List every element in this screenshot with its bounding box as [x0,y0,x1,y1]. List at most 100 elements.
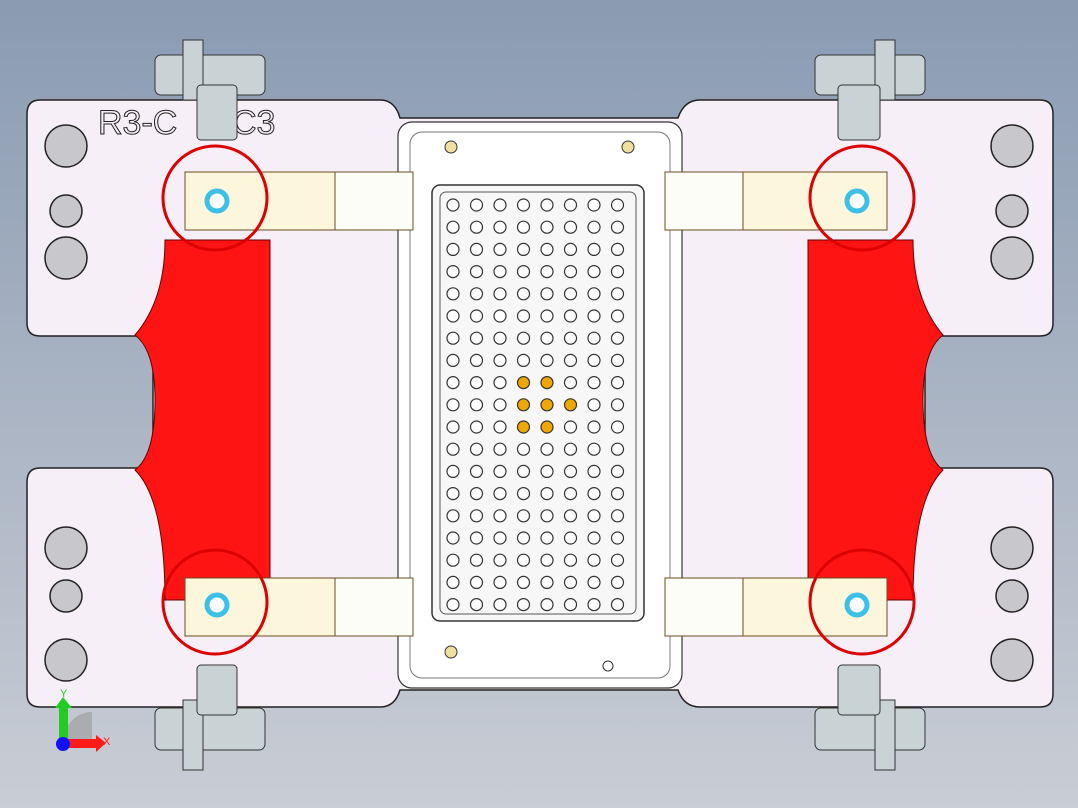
contact-hole [516,242,531,256]
contact-hole [610,242,625,256]
contact-hole [563,442,578,456]
contact-hole [540,309,554,323]
contact-hole [516,575,531,590]
contact-hole [469,242,484,256]
contact-hole [516,553,531,567]
contact-hole [516,464,531,478]
contact-hole [493,575,507,590]
center-socket [397,121,683,689]
contact-hole [563,553,578,567]
contact-hole [493,464,507,478]
contact-hole [516,353,531,367]
contact-hole [540,575,554,590]
contact-hole [469,464,484,478]
y-axis-arrow [59,708,68,744]
contact-hole [563,287,578,301]
contact-hole [469,309,484,323]
contact-hole [493,420,507,434]
contact-hole [540,242,554,256]
contact-hole [610,464,625,478]
contact-hole [540,487,554,501]
contact-hole [493,553,507,567]
contact-hole [446,331,460,345]
contact-hole [540,398,554,412]
x-axis-label: X [103,736,111,748]
contact-hole [516,265,531,279]
contact-hole [587,509,601,523]
contact-hole [563,597,578,612]
contact-hole [446,398,460,412]
contact-hole [469,398,484,412]
contact-hole [587,597,601,612]
contact-hole [587,353,601,367]
contact-hole [610,442,625,456]
swivel-discs [161,144,916,656]
contact-hole [446,220,460,234]
contact-hole [446,464,460,478]
contact-hole [446,442,460,456]
contact-hole [540,442,554,456]
contact-hole [540,376,554,390]
contact-hole [610,353,625,367]
mounting-holes [44,124,1034,682]
contact-hole [540,597,554,612]
contact-hole [610,220,625,234]
contact-hole [516,420,531,434]
pin-rings [204,188,870,618]
contact-hole [469,442,484,456]
contact-hole [446,198,460,212]
contact-hole [540,287,554,301]
part-label-right: C3 [232,104,275,142]
contact-hole [563,487,578,501]
contact-hole [563,242,578,256]
contact-hole [446,376,460,390]
contact-hole [493,242,507,256]
clamp-arms [184,171,888,637]
contact-hole [587,331,601,345]
contact-hole [469,331,484,345]
contact-hole [540,220,554,234]
contact-hole [587,309,601,323]
contact-hole [469,287,484,301]
contact-hole [446,287,460,301]
contact-hole [469,487,484,501]
x-axis-arrow [63,739,96,748]
contact-hole [587,220,601,234]
contact-hole [446,553,460,567]
contact-hole [469,265,484,279]
contact-hole [610,597,625,612]
contact-hole [446,242,460,256]
contact-hole [469,509,484,523]
contact-hole [540,265,554,279]
contact-hole [469,220,484,234]
contact-hole [540,198,554,212]
contact-hole [493,442,507,456]
contact-hole [563,420,578,434]
contact-hole [587,442,601,456]
contact-hole [587,575,601,590]
contact-hole [587,376,601,390]
contact-hole [516,597,531,612]
contact-hole [587,553,601,567]
contact-hole [446,531,460,545]
contact-hole [493,597,507,612]
contact-hole [493,198,507,212]
contact-hole [540,353,554,367]
contact-hole [469,420,484,434]
contact-hole [563,309,578,323]
contact-hole [587,265,601,279]
contact-hole [540,331,554,345]
contact-hole [516,309,531,323]
y-axis-label: Y [60,688,68,700]
contact-hole [587,287,601,301]
contact-hole [446,575,460,590]
contact-hole [563,331,578,345]
contact-hole [493,309,507,323]
contact-hole [446,265,460,279]
contact-hole [610,287,625,301]
contact-hole [493,531,507,545]
contact-hole [563,531,578,545]
contact-hole [563,575,578,590]
contact-hole [610,376,625,390]
